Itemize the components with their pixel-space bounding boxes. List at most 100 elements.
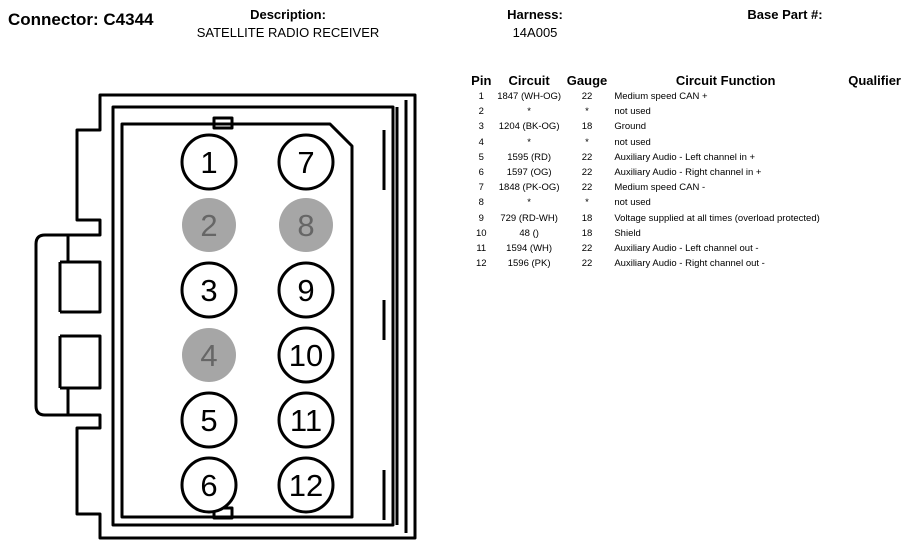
table-row: 12 1596 (PK) 22 Auxiliary Audio - Right cha… bbox=[468, 256, 901, 271]
pin-7-circle bbox=[277, 133, 335, 191]
table-row: 10 48 () 18 Shield bbox=[468, 226, 901, 241]
gauge-cell: 22 bbox=[581, 258, 593, 270]
table-row: 2**not used bbox=[468, 104, 901, 119]
pin-6-circle bbox=[180, 456, 238, 514]
pin-11-label: 11 bbox=[290, 403, 322, 438]
col-circuit-function: Circuit Function bbox=[675, 73, 776, 88]
pin-table-header-row: Pin Circuit Gauge Circuit Function Quali… bbox=[468, 72, 901, 89]
pin-4-circle bbox=[182, 328, 236, 382]
harness-value: 14A005 bbox=[512, 25, 558, 40]
pin-2-label: 2 bbox=[200, 208, 217, 243]
function-cell: Voltage supplied at all times (overload … bbox=[614, 212, 820, 224]
col-circuit: Circuit bbox=[508, 73, 550, 88]
pin-9-label: 9 bbox=[297, 273, 314, 308]
circuit-cell: 1847 (WH-OG) bbox=[497, 91, 562, 103]
circuit-cell: 1596 (PK) bbox=[507, 258, 551, 270]
gauge-cell: 22 bbox=[581, 167, 593, 179]
qualifier-cell bbox=[837, 150, 901, 165]
gauge-cell: 22 bbox=[581, 242, 593, 254]
pin-9-circle bbox=[277, 261, 335, 319]
table-row: 8**not used bbox=[468, 195, 901, 210]
gauge-cell: * bbox=[585, 136, 589, 148]
latch-lower bbox=[60, 334, 102, 390]
function-cell: Auxiliary Audio - Right channel out - bbox=[614, 258, 765, 270]
gauge-cell: 18 bbox=[581, 227, 593, 239]
pin-3-circle bbox=[180, 261, 238, 319]
qualifier-cell bbox=[837, 241, 901, 256]
function-cell: Medium speed CAN - bbox=[614, 182, 706, 194]
table-row: 4**not used bbox=[468, 135, 901, 150]
qualifier-cell bbox=[837, 180, 901, 195]
description-label: Description: bbox=[250, 7, 326, 22]
circuit-cell: 1595 (RD) bbox=[507, 151, 552, 163]
table-row: 1 1847 (WH-OG) 22 Medium speed CAN + bbox=[468, 89, 901, 104]
pin-cell: 8 bbox=[478, 197, 484, 209]
function-cell: Medium speed CAN + bbox=[614, 91, 708, 103]
pin-1-circle bbox=[180, 133, 238, 191]
function-cell: Auxiliary Audio - Left channel out - bbox=[614, 242, 759, 254]
circuit-cell: 729 (RD-WH) bbox=[500, 212, 558, 224]
qualifier-cell bbox=[837, 211, 901, 226]
harness-label: Harness: bbox=[507, 7, 563, 22]
pin-12-circle bbox=[277, 456, 335, 514]
pin-1-label: 1 bbox=[200, 145, 217, 180]
qualifier-cell bbox=[837, 89, 901, 104]
table-row: 11 1594 (WH) 22 Auxiliary Audio - Left chan… bbox=[468, 241, 901, 256]
qualifier-cell bbox=[837, 195, 901, 210]
circuit-cell: 1848 (PK-OG) bbox=[498, 182, 560, 194]
qualifier-cell bbox=[837, 226, 901, 241]
pin-8-circle bbox=[279, 198, 333, 252]
circuit-cell: * bbox=[527, 106, 531, 118]
function-cell: Ground bbox=[614, 121, 647, 133]
col-pin: Pin bbox=[471, 73, 492, 88]
function-cell: Shield bbox=[614, 227, 641, 239]
circuit-cell: 1594 (WH) bbox=[506, 242, 553, 254]
qualifier-cell bbox=[837, 165, 901, 180]
function-cell: not used bbox=[614, 106, 651, 118]
pin-7-label: 7 bbox=[297, 145, 314, 180]
function-cell: Auxiliary Audio - Right channel in + bbox=[614, 167, 762, 179]
pin-cell: 1 bbox=[478, 91, 484, 103]
gauge-cell: 18 bbox=[581, 212, 593, 224]
key-top bbox=[212, 116, 234, 130]
pin-cell: 9 bbox=[478, 212, 484, 224]
pin-5-circle bbox=[180, 391, 238, 449]
latch-upper bbox=[60, 260, 102, 314]
pin-5-label: 5 bbox=[200, 403, 217, 438]
pin-cell: 7 bbox=[478, 182, 484, 194]
gauge-cell: 22 bbox=[581, 91, 593, 103]
table-row: 7 1848 (PK-OG) 22 Medium speed CAN - bbox=[468, 180, 901, 195]
col-qualifier: Qualifier bbox=[848, 73, 901, 88]
description-value: SATELLITE RADIO RECEIVER bbox=[196, 25, 380, 40]
pin-cell: 3 bbox=[478, 121, 484, 133]
qualifier-cell bbox=[837, 119, 901, 134]
qualifier-cell bbox=[837, 135, 901, 150]
circuit-cell: * bbox=[527, 136, 531, 148]
pin-cell: 4 bbox=[478, 136, 484, 148]
qualifier-cell bbox=[837, 104, 901, 119]
circuit-cell: 48 () bbox=[519, 227, 539, 239]
col-gauge: Gauge bbox=[566, 73, 608, 88]
pin-cell: 11 bbox=[476, 242, 487, 254]
pin-10-label: 10 bbox=[289, 338, 323, 373]
connector-housing-outline bbox=[34, 93, 417, 540]
pin-cavity-outline bbox=[120, 122, 354, 519]
pin-table: Pin Circuit Gauge Circuit Function Quali… bbox=[468, 72, 901, 271]
function-cell: not used bbox=[614, 197, 651, 209]
pin-10-circle bbox=[277, 326, 335, 384]
function-cell: Auxiliary Audio - Left channel in + bbox=[614, 151, 756, 163]
pin-cell: 12 bbox=[475, 258, 487, 270]
pin-cell: 5 bbox=[478, 151, 484, 163]
gauge-cell: 22 bbox=[581, 182, 593, 194]
pin-12-label: 12 bbox=[289, 468, 323, 503]
pin-2-circle bbox=[182, 198, 236, 252]
base-part-label: Base Part #: bbox=[747, 7, 823, 22]
table-row: 9 729 (RD-WH) 18 Voltage supplied at all ti… bbox=[468, 211, 901, 226]
pin-cell: 10 bbox=[475, 227, 487, 239]
gauge-cell: * bbox=[585, 197, 589, 209]
